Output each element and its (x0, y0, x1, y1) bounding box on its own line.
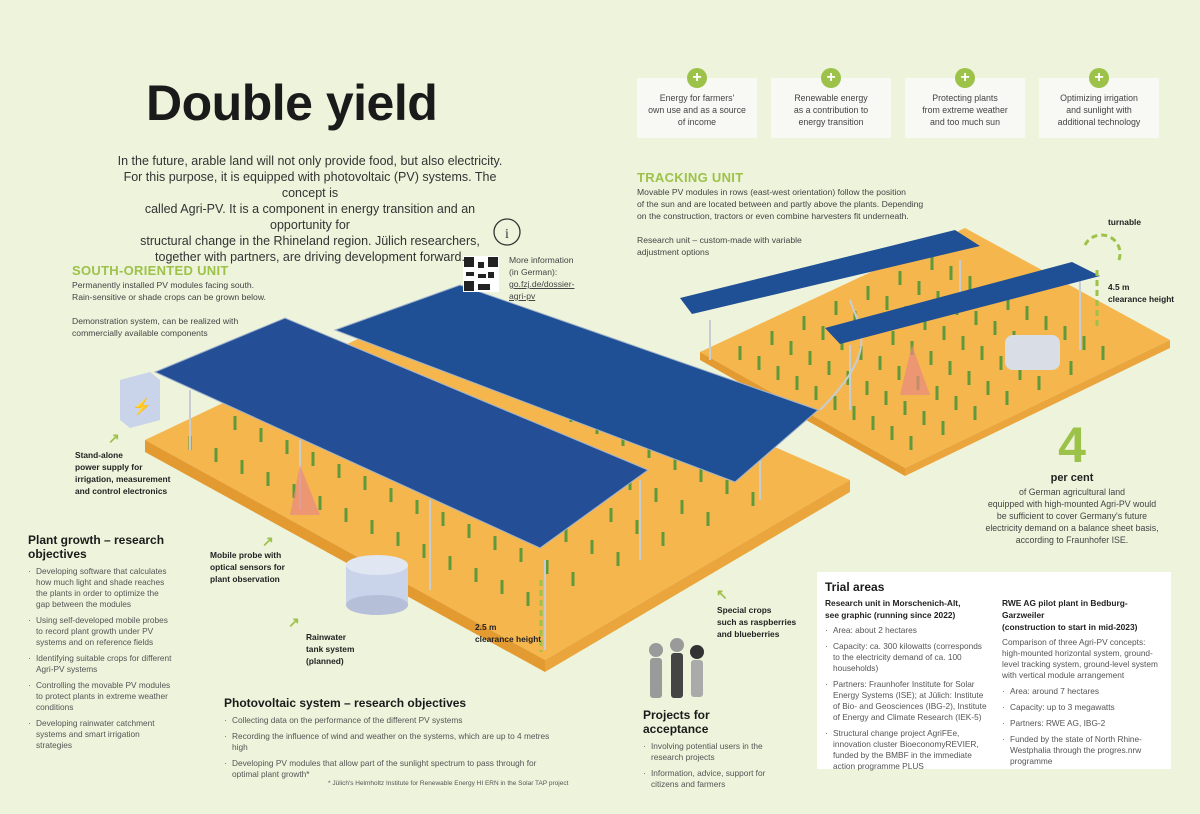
list-item: Developing rainwater catchment systems a… (28, 718, 173, 751)
plant-growth-list: Developing software that calculates how … (28, 566, 173, 751)
list-item: Controlling the movable PV modules to pr… (28, 680, 173, 713)
pv-objectives-heading: Photovoltaic system – research objective… (224, 696, 467, 710)
tracking-probe-icon (900, 345, 930, 395)
trial-areas-panel: Trial areas Research unit in Morschenich… (817, 572, 1171, 771)
intro-line: In the future, arable land will not only… (117, 154, 503, 168)
more-info: More information (in German): go.fzj.de/… (509, 254, 574, 302)
acceptance-heading: Projects for acceptance (643, 708, 710, 736)
trial-areas-heading: Trial areas (825, 580, 885, 594)
tracking-unit-text: Movable PV modules in rows (east-west or… (637, 187, 924, 257)
trial-left: Research unit in Morschenich-Alt,see gra… (825, 597, 990, 777)
south-unit-ground-edge-right (545, 480, 850, 672)
page-title: Double yield (146, 75, 438, 131)
list-item: Capacity: ca. 300 kilowatts (corresponds… (825, 641, 990, 674)
list-item: Area: about 2 hectares (825, 625, 990, 636)
more-info-link[interactable]: go.fzj.de/dossier-agri-pv (509, 279, 575, 301)
lightning-icon: ⚡ (132, 397, 152, 416)
benefit-card: +Energy for farmers'own use and as a sou… (637, 68, 757, 138)
list-item: Involving potential users in the researc… (643, 741, 778, 763)
pointer-arrow-icon: ↖ (716, 586, 728, 602)
list-item: Information, advice, support for citizen… (643, 768, 778, 790)
trial-right-intro: Comparison of three Agri-PV concepts: hi… (1002, 637, 1158, 680)
list-item: Using self-developed mobile probes to re… (28, 615, 173, 648)
list-item: Funded by the state of North Rhine-Westp… (1002, 734, 1162, 767)
tracking-unit-ground-edge-right (905, 340, 1170, 476)
mobile-probe-icon (290, 465, 320, 515)
list-item: Identifying suitable crops for different… (28, 653, 173, 675)
list-item: Collecting data on the performance of th… (224, 715, 554, 726)
pointer-arrow-icon: ↗ (288, 614, 300, 630)
intro-text: In the future, arable land will not only… (115, 153, 505, 265)
list-item: Partners: RWE AG, IBG-2 (1002, 718, 1162, 729)
south-unit-text: Permanently installed PV modules facing … (72, 280, 266, 338)
list-item: Recording the influence of wind and weat… (224, 731, 554, 753)
intro-line: structural change in the Rhineland regio… (140, 234, 480, 248)
tracking-unit-heading: TRACKING UNIT (637, 170, 744, 185)
list-item: Structural change project AgriFEe, innov… (825, 728, 990, 772)
list-item: Developing software that calculates how … (28, 566, 173, 610)
stat-block: 4 per cent (972, 420, 1172, 484)
intro-line: For this purpose, it is equipped with ph… (123, 170, 497, 200)
stat-value: 4 (1058, 417, 1086, 473)
tractor-icon (1005, 335, 1060, 370)
svg-text:i: i (505, 227, 509, 242)
qr-code (463, 256, 499, 292)
pointer-arrow-icon: ↗ (108, 430, 120, 446)
acceptance-section: Projects for acceptance Involving potent… (643, 708, 778, 795)
list-item: Developing PV modules that allow part of… (224, 758, 554, 780)
south-pv-panel-front (153, 317, 650, 549)
pv-objectives-section: Photovoltaic system – research objective… (224, 696, 554, 785)
more-info-line: More information (509, 255, 574, 265)
south-pv-panel-back (333, 284, 819, 483)
pointer-arrow-icon: ↗ (262, 533, 274, 549)
power-supply-box (120, 372, 160, 428)
turnable-arrow-icon (1083, 233, 1122, 263)
footnote: * Jülich's Helmholtz Institute for Renew… (328, 780, 569, 787)
stat-unit: per cent (1050, 472, 1094, 484)
turnable-label: turnable (1108, 217, 1142, 227)
plus-icon: + (687, 68, 707, 88)
tracking-pv-panel-1 (680, 230, 980, 314)
list-item: Partners: Fraunhofer Institute for Solar… (825, 679, 990, 723)
people-illustration (649, 638, 704, 698)
plus-icon: + (955, 68, 975, 88)
more-info-line: (in German): (509, 267, 558, 277)
south-unit-ground-edge (145, 440, 545, 672)
intro-line: together with partners, are driving deve… (155, 250, 465, 264)
trial-right: RWE AG pilot plant in Bedburg-Garzweiler… (1002, 597, 1162, 777)
list-item: Area: around 7 hectares (1002, 686, 1162, 697)
south-unit-heading: SOUTH-ORIENTED UNIT (72, 263, 229, 278)
rainwater-tank-top (346, 555, 408, 575)
plus-icon: + (821, 68, 841, 88)
plus-icon: + (1089, 68, 1109, 88)
info-icon (493, 218, 521, 246)
list-item: Capacity: up to 3 megawatts (1002, 702, 1162, 713)
intro-line: called Agri-PV. It is a component in ene… (144, 202, 476, 232)
tracking-pv-panel-2 (825, 262, 1100, 344)
